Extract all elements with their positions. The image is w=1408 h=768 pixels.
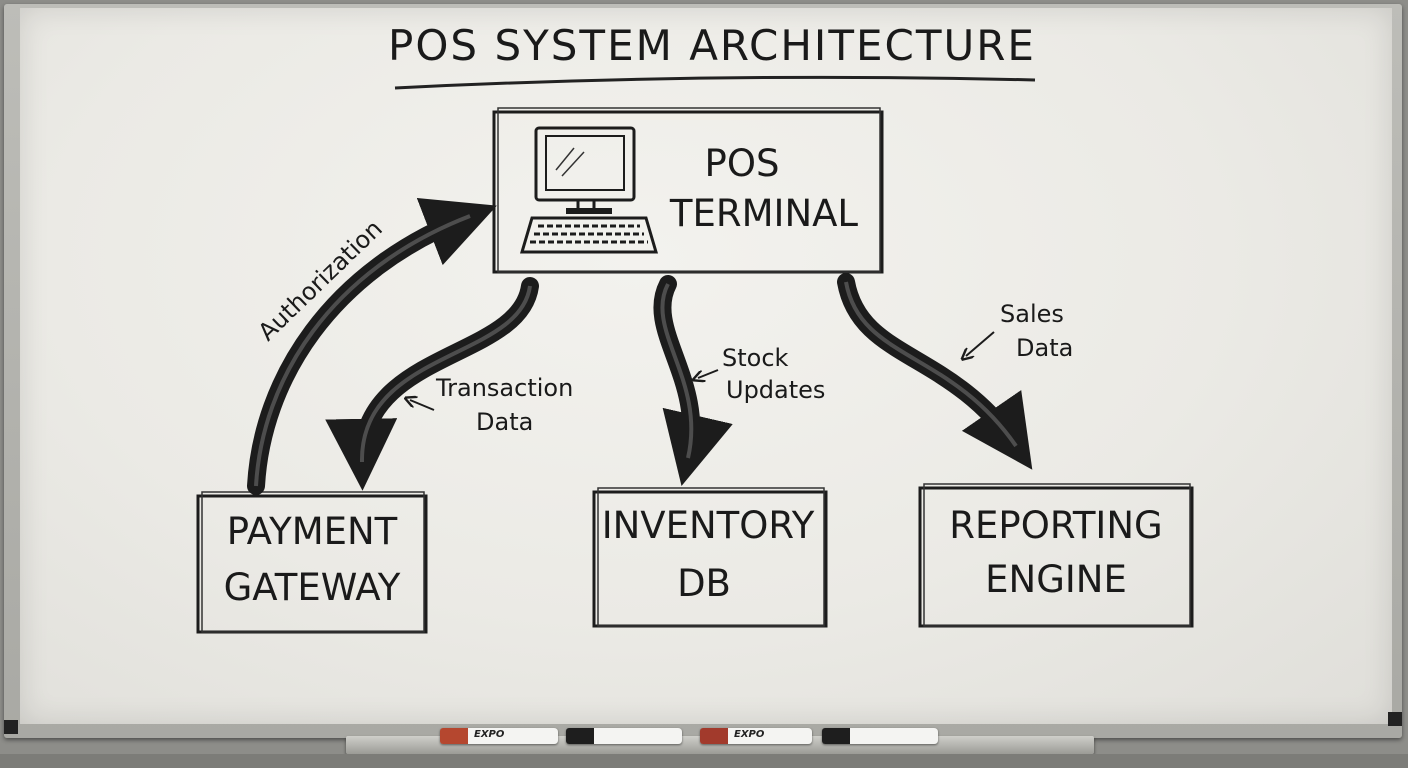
marker-1-cap xyxy=(440,728,468,744)
title-underline xyxy=(394,75,1036,90)
marker-1[interactable]: EXPO xyxy=(440,728,558,744)
reporting-engine-node: REPORTING ENGINE xyxy=(918,483,1194,628)
marker-2-body xyxy=(594,728,682,744)
payment-gateway-box-sketch xyxy=(201,491,425,633)
whiteboard-surface xyxy=(20,8,1392,724)
keyboard-outline xyxy=(519,216,659,254)
stock-updates-pointer xyxy=(698,369,719,378)
frame-corner-left xyxy=(4,720,18,734)
stock-updates-arrow-highlight xyxy=(660,283,694,459)
sales-data-label-line1: Sales xyxy=(1000,300,1064,328)
authorization-arrow-highlight xyxy=(254,214,471,487)
reporting-engine-label-line2: ENGINE xyxy=(985,558,1127,601)
reporting-engine-label-line1: REPORTING xyxy=(949,504,1162,547)
sales-data-arrow-highlight xyxy=(844,281,1018,448)
reporting-engine-box-sketch xyxy=(923,483,1191,627)
marker-3-body xyxy=(728,728,812,744)
diagram-title: POS SYSTEM ARCHITECTURE xyxy=(388,21,1036,70)
sales-data-label-line2: Data xyxy=(1016,334,1073,362)
pos-terminal-label-line1: POS xyxy=(705,142,780,185)
pos-terminal-node: POS TERMINAL xyxy=(492,107,884,274)
marker-2-cap xyxy=(566,728,594,744)
transaction-data-pointer xyxy=(410,400,435,411)
sales-data-pointer xyxy=(966,331,995,356)
pos-terminal-label-line2: TERMINAL xyxy=(669,192,859,235)
inventory-db-label-line1: INVENTORY xyxy=(602,504,815,547)
marker-1-brand: EXPO xyxy=(474,729,505,740)
sales-data-arrow xyxy=(837,273,1033,470)
stock-updates-arrow xyxy=(653,275,733,487)
marker-1-body xyxy=(468,728,558,744)
inventory-db-node: INVENTORY DB xyxy=(592,487,828,628)
wall-below-board xyxy=(0,754,1408,768)
marker-4[interactable] xyxy=(822,728,938,744)
monitor-screen xyxy=(545,135,625,191)
marker-4-body xyxy=(850,728,938,744)
inventory-db-label-line2: DB xyxy=(677,562,731,605)
payment-gateway-node: PAYMENT GATEWAY xyxy=(196,491,428,634)
frame-corner-right xyxy=(1388,712,1402,726)
marker-2[interactable] xyxy=(566,728,682,744)
stock-updates-label-line1: Stock xyxy=(722,344,789,372)
transaction-data-arrow-highlight xyxy=(359,285,532,463)
marker-3[interactable]: EXPO xyxy=(700,728,812,744)
monitor-outline xyxy=(534,126,636,202)
payment-gateway-label-line1: PAYMENT xyxy=(227,510,398,553)
marker-3-cap xyxy=(700,728,728,744)
payment-gateway-label-line2: GATEWAY xyxy=(224,566,401,609)
pos-terminal-box-sketch xyxy=(497,107,881,273)
transaction-data-label-line2: Data xyxy=(476,408,533,436)
inventory-db-box-sketch xyxy=(597,487,825,627)
marker-4-cap xyxy=(822,728,850,744)
keyboard-keys xyxy=(530,224,648,244)
marker-3-brand: EXPO xyxy=(734,729,765,740)
transaction-data-label-line1: Transaction xyxy=(435,374,573,402)
screen-glare xyxy=(555,147,585,177)
computer-terminal-icon xyxy=(519,126,659,254)
monitor-base xyxy=(566,208,612,214)
stock-updates-label-line2: Updates xyxy=(726,376,825,404)
